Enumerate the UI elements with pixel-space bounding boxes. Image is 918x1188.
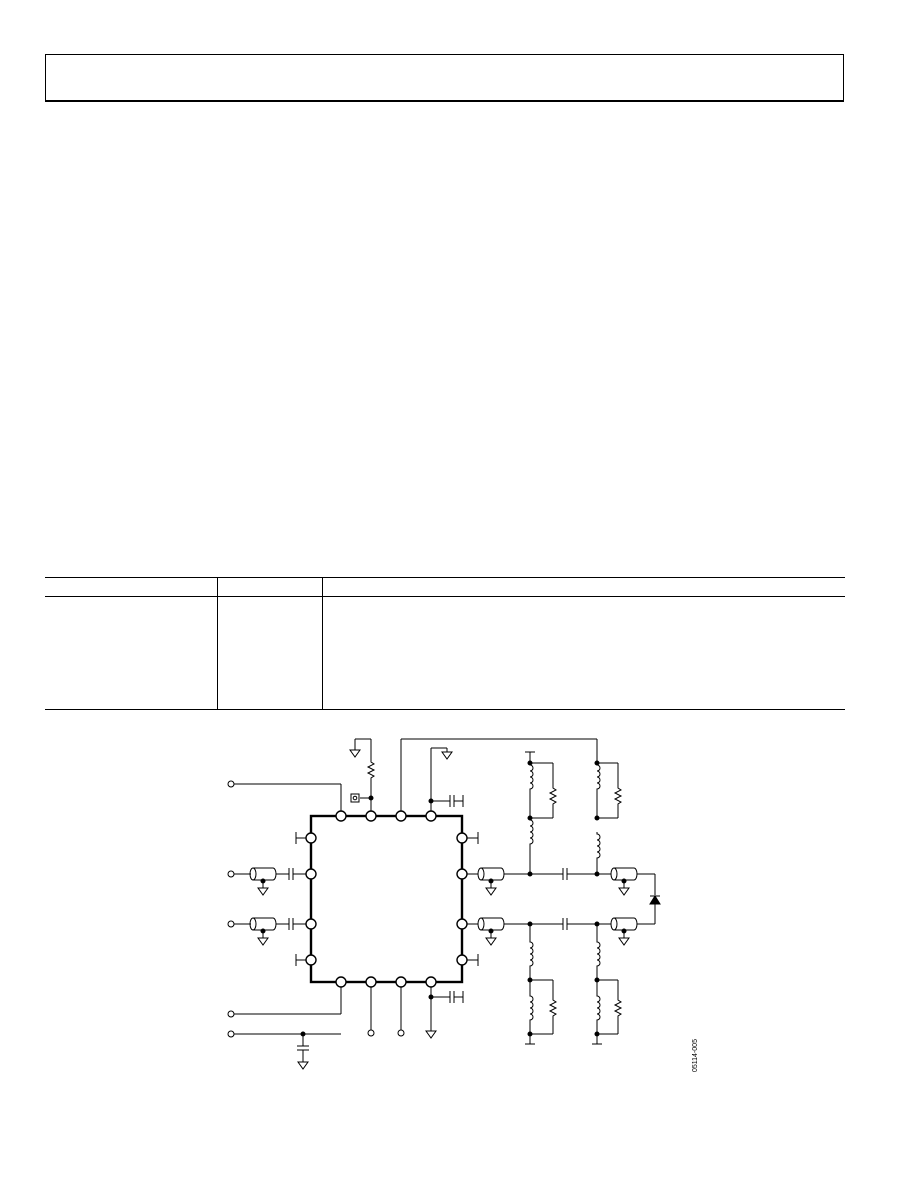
table-cell — [217, 596, 323, 710]
bottom-pin-lines — [367, 987, 464, 1039]
lower-bias-network-b — [592, 924, 622, 1045]
upper-bias-network-a — [525, 751, 557, 874]
right-output-2 — [467, 917, 655, 946]
top-input-line — [227, 780, 342, 811]
figure-id-label: 05114-005 — [692, 1039, 699, 1072]
left-input-1 — [227, 867, 306, 896]
table-header-cell — [322, 577, 845, 597]
output-diode — [649, 874, 661, 924]
table-row — [45, 596, 845, 710]
top-bias-resistor — [349, 738, 375, 811]
top-supply-line — [400, 738, 597, 811]
ic-package-outline — [309, 814, 464, 984]
table-header-cell — [217, 577, 323, 597]
lower-bias-network-a — [525, 924, 557, 1045]
top-decoupling — [428, 747, 464, 811]
table-cell — [322, 596, 845, 710]
table-header-row — [45, 577, 845, 597]
pin-function-table — [45, 577, 845, 710]
nc-stubs — [295, 832, 479, 966]
table-header-cell — [45, 577, 218, 597]
upper-bias-network-b — [594, 739, 622, 874]
page-header-box — [45, 54, 844, 102]
bottom-left-lines — [227, 987, 342, 1070]
right-output-1 — [467, 867, 655, 896]
table-cell — [45, 596, 218, 710]
left-input-2 — [227, 917, 306, 946]
